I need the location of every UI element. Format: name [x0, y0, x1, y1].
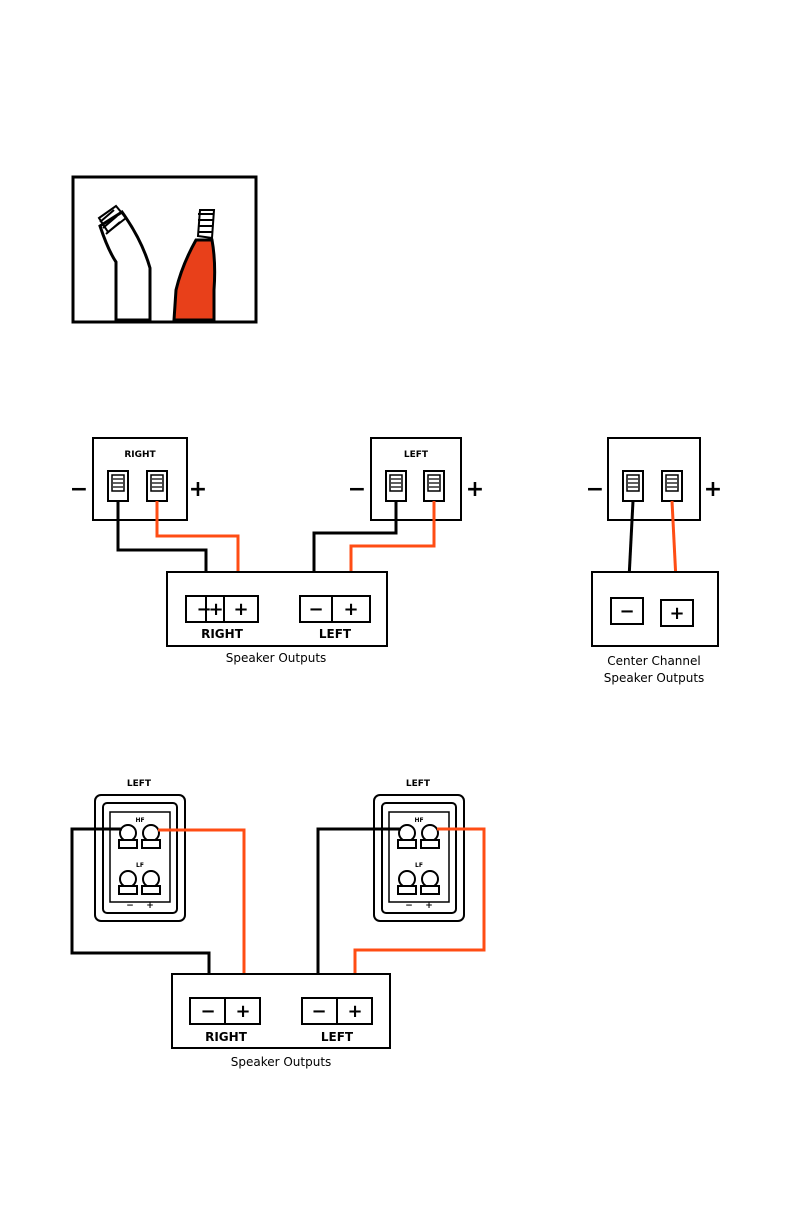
center-section: − + − + Center Channel Speaker Outputs: [586, 438, 722, 685]
center-output-minus: −: [619, 601, 634, 622]
biwire-b-hf-label: HF: [414, 817, 423, 824]
output-left-plus: +: [343, 599, 358, 620]
terminal-positive: [424, 471, 444, 501]
center-caption-line2: Speaker Outputs: [604, 671, 705, 685]
wire-illustration: [73, 177, 256, 322]
wire-illustration-frame: [73, 177, 256, 322]
biwire-a-hf-label: HF: [135, 817, 144, 824]
terminal-positive: [662, 471, 682, 501]
biwire-speaker-a: LEFT HF LF − +: [95, 779, 185, 921]
left-speaker: LEFT: [371, 438, 461, 520]
biwire-out-left-plus: +: [347, 1001, 362, 1022]
biwire-b-minus: −: [405, 901, 413, 911]
speaker-outputs-panel: − + − + + RIGHT LEFT: [167, 572, 387, 646]
biwire-speaker-a-label: LEFT: [127, 779, 152, 789]
terminal-negative: [108, 471, 128, 501]
biwire-outputs-panel: − + − + RIGHT LEFT: [172, 974, 390, 1048]
center-outputs-panel: − +: [592, 572, 718, 646]
left-speaker-minus-sign: −: [348, 477, 366, 502]
center-caption-line1: Center Channel: [607, 654, 700, 668]
center-output-plus: +: [669, 603, 684, 624]
stereo-caption: Speaker Outputs: [226, 651, 327, 665]
terminal-negative: [386, 471, 406, 501]
output-left-label: LEFT: [319, 627, 352, 641]
biwire-b-plus: +: [425, 901, 433, 911]
biwire-out-right-plus: +: [235, 1001, 250, 1022]
output-right-label: RIGHT: [201, 627, 244, 641]
output-left-minus: −: [308, 599, 323, 620]
biwire-a-lf-label: LF: [136, 862, 144, 869]
biwire-a-minus: −: [126, 901, 134, 911]
terminal-positive: [147, 471, 167, 501]
center-minus-sign: −: [586, 477, 604, 502]
biwire-speaker-b: LEFT HF LF − +: [374, 779, 464, 921]
output-right-plus-2: +: [233, 599, 248, 620]
biwire-output-left-label: LEFT: [321, 1030, 354, 1044]
biwire-out-left-minus: −: [311, 1001, 326, 1022]
terminal-negative: [623, 471, 643, 501]
biwire-output-right-label: RIGHT: [205, 1030, 248, 1044]
biwire-a-plus: +: [146, 901, 154, 911]
biwire-speaker-b-label: LEFT: [406, 779, 431, 789]
biwire-out-right-minus: −: [200, 1001, 215, 1022]
right-speaker-minus-sign: −: [70, 477, 88, 502]
left-speaker-plus-sign: +: [466, 477, 484, 502]
stereo-section: RIGHT − + LEFT: [70, 438, 484, 665]
biwire-b-lf-label: LF: [415, 862, 423, 869]
center-plus-sign: +: [704, 477, 722, 502]
output-right-plus: +: [208, 599, 223, 620]
center-speaker: [608, 438, 700, 520]
biwire-caption: Speaker Outputs: [231, 1055, 332, 1069]
right-speaker-label: RIGHT: [124, 450, 156, 460]
left-speaker-label: LEFT: [404, 450, 429, 460]
right-speaker-plus-sign: +: [189, 477, 207, 502]
right-speaker: RIGHT: [93, 438, 187, 520]
biwire-section: LEFT HF LF − + LEFT HF: [72, 779, 484, 1069]
